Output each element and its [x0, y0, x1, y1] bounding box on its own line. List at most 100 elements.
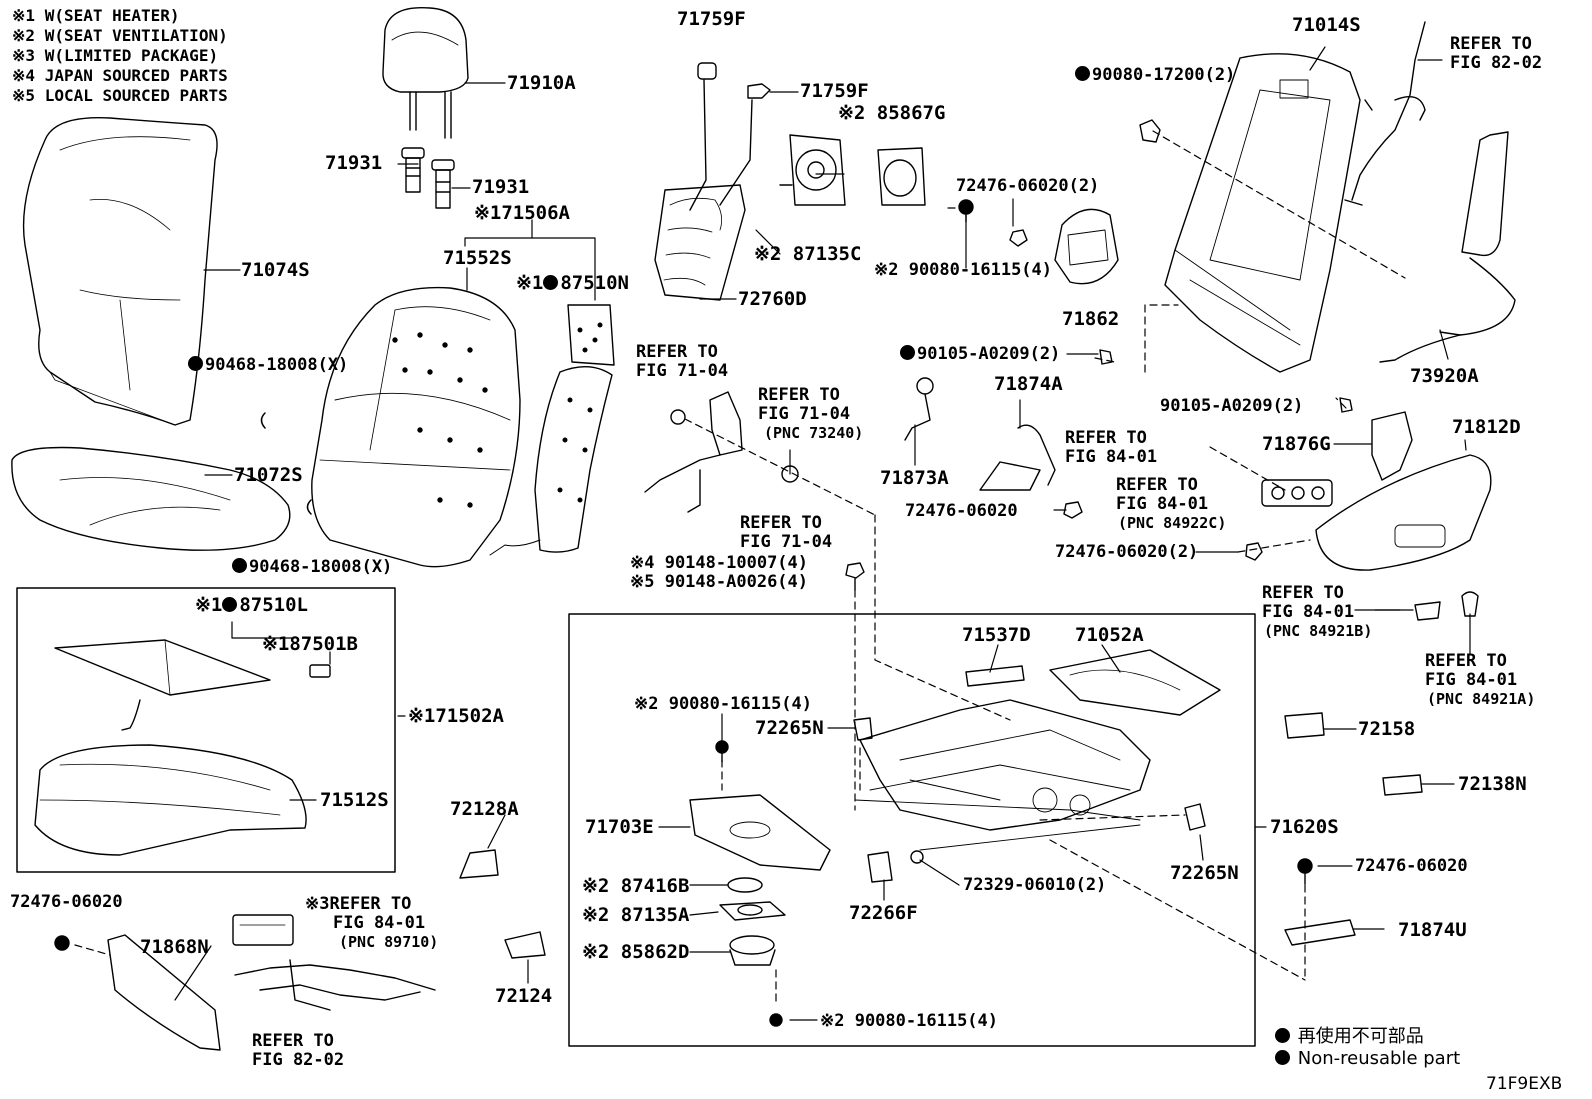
part-label[interactable]: 71873A	[880, 467, 949, 489]
part-label[interactable]: 71931	[325, 152, 383, 174]
part-label[interactable]: 72124	[495, 985, 553, 1007]
part-label-with-dot[interactable]: 90105-A0209(2)	[900, 345, 1060, 363]
part-label[interactable]: 71052A	[1075, 624, 1144, 646]
cushion-pad-drawing	[34, 744, 307, 856]
part-label[interactable]: 72329-06010(2)	[963, 875, 1107, 895]
part-label[interactable]: ※2 87135A	[582, 904, 690, 926]
seatback-heater-drawing	[489, 304, 615, 556]
headrest-guides	[401, 147, 455, 209]
part-label[interactable]: 72265N	[755, 717, 824, 739]
part-label[interactable]: ※2 90080-16115(4)	[874, 260, 1053, 280]
part-label[interactable]: 71759F	[800, 80, 869, 102]
leader-lines	[174, 46, 1471, 1021]
part-label[interactable]: 72760D	[738, 288, 807, 310]
part-label[interactable]: ※2 85867G	[838, 102, 946, 124]
part-label[interactable]: 72476-06020	[905, 501, 1018, 521]
nut-b-drawing	[1139, 119, 1161, 143]
part-label[interactable]: 72158	[1358, 718, 1416, 740]
seat-adjuster-drawing	[854, 699, 1151, 851]
part-label-with-dot[interactable]: 90080-17200(2)	[1075, 66, 1235, 84]
part-label-with-dot[interactable]: 90468-18008(X)	[232, 558, 392, 576]
part-label[interactable]: 71868N	[140, 936, 209, 958]
part-label[interactable]: 71931	[472, 176, 530, 198]
part-label[interactable]: ※187501B	[262, 633, 358, 655]
figure-code: 71F9EXB	[1486, 1074, 1563, 1094]
knob-84921A-drawing	[1461, 591, 1479, 617]
part-label[interactable]: 71703E	[585, 816, 654, 838]
fan-87135A-drawing	[719, 901, 786, 921]
seatback-pad-drawing	[311, 286, 521, 568]
part-72124-drawing	[504, 931, 546, 959]
part-label[interactable]: 72476-06020(2)	[956, 176, 1100, 196]
part-label[interactable]: ※2 87416B	[582, 875, 690, 897]
part-label[interactable]: 71552S	[443, 247, 512, 269]
part-label[interactable]: 71072S	[234, 464, 303, 486]
part-label[interactable]: ※2 85862D	[582, 941, 690, 963]
harness-bottom-drawing	[234, 959, 436, 1011]
part-label[interactable]: ※171506A	[474, 202, 570, 224]
part-label[interactable]: 71537D	[962, 624, 1031, 646]
part-label[interactable]: ※4 90148-10007(4)	[630, 553, 809, 573]
part-label[interactable]: 71876G	[1262, 433, 1331, 455]
part-71876G-drawing	[1371, 411, 1413, 481]
part-label[interactable]: 72476-06020	[10, 892, 123, 912]
harness-71-04-drawing	[644, 391, 799, 513]
part-label[interactable]: 72266F	[849, 902, 918, 924]
part-label[interactable]: 90105-A0209(2)	[1160, 396, 1304, 416]
part-label[interactable]: 71512S	[320, 789, 389, 811]
bolt-b-drawing	[1339, 397, 1353, 413]
part-label[interactable]: 71074S	[241, 259, 310, 281]
part-label-with-dot[interactable]: 90468-18008(X)	[188, 356, 348, 374]
part-label[interactable]: 72476-06020	[1355, 856, 1468, 876]
part-label[interactable]: ※2 87135C	[754, 243, 862, 265]
nut-c-drawing	[1245, 542, 1263, 561]
screw-bottom-drawing	[769, 1013, 783, 1027]
part-label[interactable]: 72138N	[1458, 773, 1527, 795]
part-label[interactable]: ※171502A	[408, 705, 504, 727]
part-72266F-drawing	[867, 851, 893, 883]
part-label[interactable]: 71759F	[677, 8, 746, 30]
part-label[interactable]: 72128A	[450, 798, 519, 820]
part-label[interactable]: ※5 90148-A0026(4)	[630, 572, 809, 592]
part-label[interactable]: 72476-06020(2)	[1055, 542, 1199, 562]
part-label[interactable]: ※2 90080-16115(4)	[820, 1011, 999, 1031]
part-label[interactable]: 73920A	[1410, 365, 1479, 387]
note-5: ※5 LOCAL SOURCED PARTS	[12, 86, 228, 105]
part-label[interactable]: 71014S	[1292, 14, 1361, 36]
part-label[interactable]: 72265N	[1170, 862, 1239, 884]
part-73920A-drawing	[1379, 131, 1516, 363]
part-label[interactable]: 71910A	[507, 72, 576, 94]
part-label[interactable]: 71620S	[1270, 816, 1339, 838]
seat-adjuster-box	[568, 613, 1256, 1047]
pan-71703E-drawing	[689, 794, 831, 871]
knob-84921B-drawing	[1414, 601, 1441, 621]
part-label[interactable]: 71862	[1062, 308, 1120, 330]
duct-85862D-drawing	[729, 935, 776, 966]
nut-a-drawing	[1009, 229, 1028, 247]
screw-top-drawing	[958, 199, 974, 223]
non-reusable-dot	[1275, 1028, 1290, 1043]
part-label[interactable]: ※2 90080-16115(4)	[634, 694, 813, 714]
legend-en: Non-reusable part	[1275, 1048, 1460, 1069]
part-label[interactable]: 71812D	[1452, 416, 1521, 438]
part-label[interactable]: 71874U	[1398, 919, 1467, 941]
ecu-89710-drawing	[232, 914, 294, 946]
part-label[interactable]: 71874A	[994, 373, 1063, 395]
part-72138N-drawing	[1382, 774, 1423, 796]
non-reusable-dot	[543, 275, 559, 290]
part-71862-drawing	[1054, 208, 1119, 285]
note-1: ※1 W(SEAT HEATER)	[12, 6, 180, 25]
part-71874U-drawing	[1284, 919, 1356, 946]
